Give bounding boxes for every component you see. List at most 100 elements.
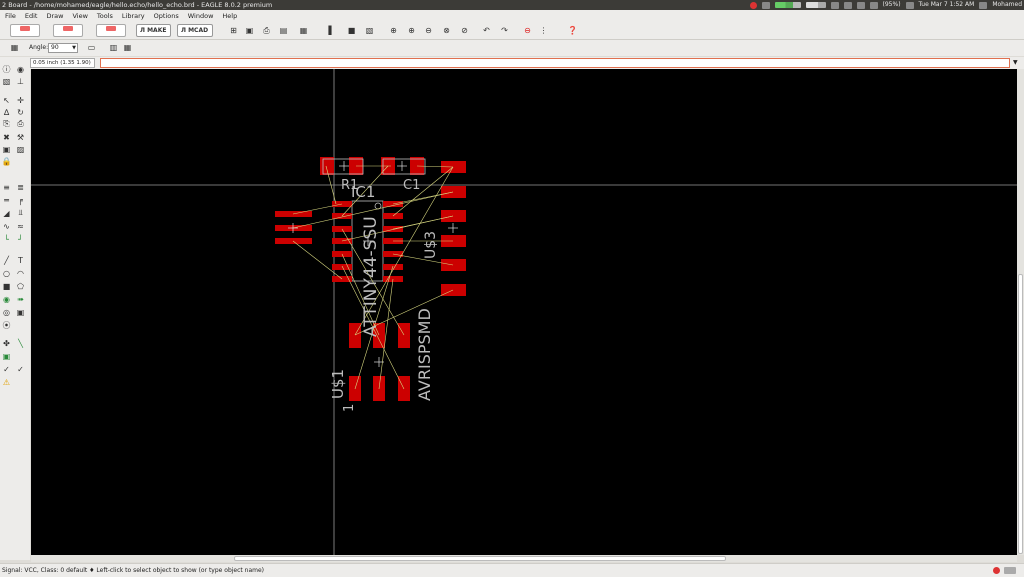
- add-part-icon[interactable]: ▣: [2, 144, 11, 154]
- circle-icon[interactable]: ○: [3, 268, 10, 278]
- save-icon[interactable]: ▣: [245, 26, 254, 35]
- hole-icon[interactable]: ◉: [3, 294, 10, 304]
- user-name[interactable]: Mohamed: [992, 1, 1022, 8]
- pcb-quote-button[interactable]: [53, 24, 83, 37]
- clock[interactable]: Tue Mar 7 1:52 AM: [918, 1, 975, 8]
- board-canvas[interactable]: R1 C1 IC1 ATTINY44-SSU U$3 U$1 1 AVRISPS…: [31, 69, 1017, 555]
- bluetooth-icon[interactable]: [843, 1, 852, 9]
- cpu-monitor-icon[interactable]: [774, 2, 801, 8]
- autoroute-icon[interactable]: └: [4, 234, 9, 244]
- make-button[interactable]: Л MAKE: [136, 24, 172, 37]
- script-icon[interactable]: ▐: [325, 26, 332, 35]
- menu-library[interactable]: Library: [121, 11, 145, 20]
- ulp-icon[interactable]: ■: [347, 26, 356, 35]
- optimize-icon[interactable]: ≣: [17, 182, 24, 192]
- redo-icon[interactable]: ↷: [501, 26, 508, 35]
- copy-icon[interactable]: ⎘: [3, 119, 10, 128]
- smd-icon[interactable]: ⦿: [2, 320, 11, 330]
- wifi-icon[interactable]: [830, 1, 839, 9]
- print-icon[interactable]: ⎙: [263, 25, 270, 35]
- paste-icon[interactable]: ⎙: [17, 119, 24, 128]
- slice-icon[interactable]: ⫫: [18, 208, 23, 217]
- menu-file[interactable]: File: [5, 11, 16, 20]
- delete-icon[interactable]: ✖: [3, 132, 10, 142]
- layout-icon-1[interactable]: ▥: [109, 43, 118, 52]
- undo-icon[interactable]: ↶: [483, 26, 490, 35]
- cam-processor-icon[interactable]: ▤: [279, 26, 288, 35]
- erc-icon[interactable]: ✓: [3, 364, 10, 374]
- replace-icon[interactable]: ▨: [16, 144, 25, 154]
- battery-icon[interactable]: [869, 1, 878, 9]
- meander-icon[interactable]: ◢: [3, 208, 10, 218]
- warning-icon[interactable]: ⚠: [2, 377, 11, 387]
- settings-gear-icon[interactable]: [979, 1, 988, 9]
- angle-select[interactable]: 90 ▼: [48, 43, 78, 53]
- vertical-scroll-thumb[interactable]: [1018, 274, 1023, 554]
- layout-icon-2[interactable]: ▦: [123, 43, 132, 52]
- auto-icon[interactable]: ╲: [18, 338, 23, 348]
- via-icon[interactable]: ≈: [17, 221, 24, 231]
- new-board-icon[interactable]: ⊞: [230, 26, 237, 35]
- group-move-icon[interactable]: ✛: [17, 95, 24, 105]
- move-icon[interactable]: ↖: [3, 95, 10, 105]
- u3-component[interactable]: [441, 161, 466, 296]
- zoom-out-icon[interactable]: ⊖: [425, 26, 432, 35]
- zoom-select-icon[interactable]: ⊘: [461, 26, 468, 35]
- mirror-tool-icon[interactable]: ∆: [3, 107, 10, 117]
- deploy-cam-button[interactable]: [10, 24, 40, 37]
- layers-icon[interactable]: ▧: [2, 76, 11, 86]
- menu-options[interactable]: Options: [153, 11, 179, 20]
- info-icon[interactable]: ⓘ: [2, 64, 11, 74]
- go-icon[interactable]: ⋮: [539, 26, 548, 35]
- zoom-in-icon[interactable]: ⊕: [408, 26, 415, 35]
- menu-draw[interactable]: Draw: [46, 11, 64, 20]
- mirror-icon[interactable]: ▭: [87, 43, 96, 52]
- horizontal-scrollbar[interactable]: [31, 555, 1017, 562]
- wrench-icon[interactable]: ⚒: [16, 132, 25, 142]
- horizontal-scroll-thumb[interactable]: [234, 556, 726, 561]
- menu-help[interactable]: Help: [222, 11, 238, 20]
- menu-edit[interactable]: Edit: [24, 11, 38, 20]
- sheet-icon[interactable]: ▣: [2, 351, 11, 361]
- rect-icon[interactable]: ■: [2, 281, 11, 291]
- menu-window[interactable]: Window: [187, 11, 214, 20]
- rotate-icon[interactable]: ↻: [17, 107, 24, 117]
- grid-icon[interactable]: ▦: [10, 43, 19, 52]
- ratsnest-icon[interactable]: ✤: [3, 338, 10, 348]
- export-3d-button[interactable]: [96, 24, 126, 37]
- memory-monitor-icon[interactable]: [805, 2, 826, 8]
- line-icon[interactable]: ╱: [4, 255, 9, 265]
- vertical-scrollbar[interactable]: [1017, 69, 1024, 555]
- drc-icon[interactable]: ✓: [17, 364, 24, 374]
- dimension-icon[interactable]: ◎: [3, 307, 10, 317]
- left-connector[interactable]: [275, 211, 312, 244]
- zoom-redraw-icon[interactable]: ⊗: [443, 26, 450, 35]
- arc-icon[interactable]: ◠: [17, 268, 24, 278]
- screen-icon[interactable]: [761, 1, 770, 9]
- pad-icon[interactable]: ▣: [16, 307, 25, 317]
- command-input[interactable]: [100, 58, 1010, 68]
- stop-icon[interactable]: [993, 567, 1000, 574]
- text-icon[interactable]: T: [18, 255, 23, 265]
- help-icon[interactable]: ❓: [567, 26, 578, 35]
- route-icon[interactable]: ═: [4, 195, 9, 205]
- split-icon[interactable]: ≡: [3, 182, 10, 192]
- mark-icon[interactable]: ⊥: [17, 76, 24, 86]
- menu-view[interactable]: View: [72, 11, 88, 20]
- chevron-down-icon[interactable]: ▼: [1013, 59, 1018, 66]
- attribute-icon[interactable]: ➠: [17, 294, 24, 304]
- menu-tools[interactable]: Tools: [96, 11, 113, 20]
- zoom-fit-icon[interactable]: ⊕: [390, 26, 397, 35]
- signal-icon[interactable]: ∿: [3, 221, 10, 231]
- volume-icon[interactable]: [905, 1, 914, 9]
- board-layout-icon[interactable]: ▧: [365, 26, 374, 35]
- show-icon[interactable]: ◉: [17, 64, 24, 74]
- mcad-button[interactable]: Л MCAD: [177, 24, 214, 37]
- stop-icon[interactable]: ⊖: [524, 26, 531, 35]
- record-icon[interactable]: [749, 1, 757, 9]
- keyboard-icon[interactable]: [856, 1, 865, 9]
- lock-icon[interactable]: 🔒: [1, 156, 12, 166]
- ripup-icon[interactable]: ╒: [18, 195, 23, 205]
- schematic-switch-icon[interactable]: ▦: [299, 26, 308, 35]
- polygon-icon[interactable]: ⬠: [17, 281, 24, 291]
